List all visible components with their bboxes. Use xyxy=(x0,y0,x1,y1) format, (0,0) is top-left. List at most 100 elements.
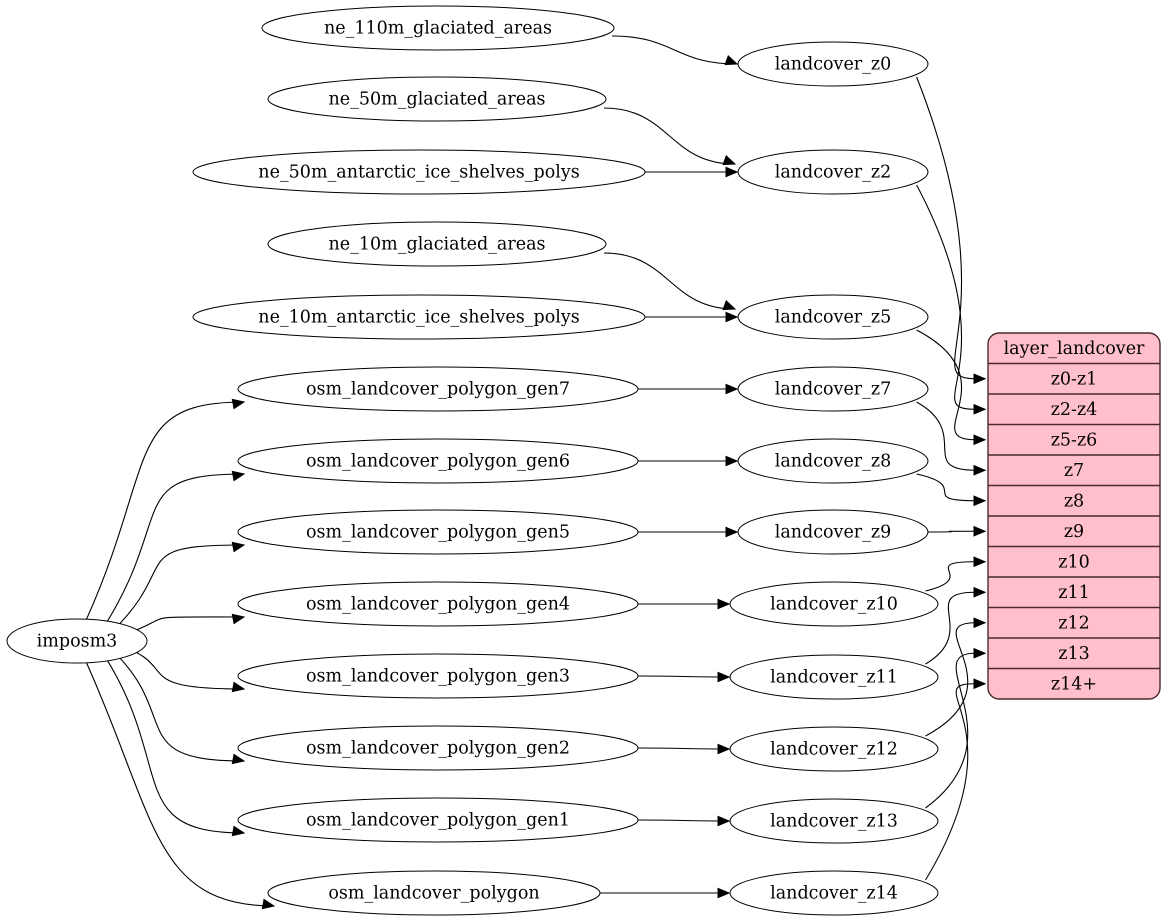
layer-table-row-z0-z1[interactable]: z0-z1 xyxy=(1051,369,1098,389)
node-ellipse-osm_landcover_polygon_gen6 xyxy=(237,438,639,484)
edge-arrowhead xyxy=(724,55,739,66)
layer-table-row-z11[interactable]: z11 xyxy=(1058,583,1090,603)
edge-arrowhead xyxy=(722,155,737,166)
node-osm_landcover_polygon_gen6[interactable]: osm_landcover_polygon_gen6 xyxy=(237,438,639,484)
edge-arrowhead xyxy=(722,300,737,311)
layer-table-row-z8[interactable]: z8 xyxy=(1064,491,1084,511)
node-ellipse-landcover_z5 xyxy=(737,294,929,340)
node-ellipse-osm_landcover_polygon_gen3 xyxy=(237,653,639,699)
node-ellipse-landcover_z8 xyxy=(737,438,929,484)
edge-landcover_z5-table-z5-z6 xyxy=(916,329,976,441)
edge-osm_landcover_polygon_gen3-landcover_z11 xyxy=(637,675,730,678)
node-label-landcover_z7: landcover_z7 xyxy=(775,380,892,400)
node-landcover_z5[interactable]: landcover_z5 xyxy=(737,294,929,340)
edge-arrowhead xyxy=(717,598,731,610)
node-ellipse-landcover_z7 xyxy=(737,366,929,412)
node-osm_landcover_polygon_gen1[interactable]: osm_landcover_polygon_gen1 xyxy=(237,797,639,843)
node-label-osm_landcover_polygon_gen2: osm_landcover_polygon_gen2 xyxy=(306,739,570,759)
node-ellipse-osm_landcover_polygon_gen5 xyxy=(237,509,639,555)
node-osm_landcover_polygon_gen2[interactable]: osm_landcover_polygon_gen2 xyxy=(237,725,639,771)
edge-landcover_z14-table-z14+ xyxy=(925,683,976,881)
node-ellipse-ne_10m_glaciated_areas xyxy=(267,221,607,267)
node-label-osm_landcover_polygon_gen5: osm_landcover_polygon_gen5 xyxy=(306,523,570,543)
edge-landcover_z11-table-z11 xyxy=(925,591,976,665)
node-osm_landcover_polygon[interactable]: osm_landcover_polygon xyxy=(267,870,601,916)
node-ellipse-osm_landcover_polygon_gen2 xyxy=(237,725,639,771)
layer-table-row-z12[interactable]: z12 xyxy=(1058,613,1090,633)
node-ne_10m_glaciated_areas[interactable]: ne_10m_glaciated_areas xyxy=(267,221,607,267)
node-ne_110m_glaciated_areas[interactable]: ne_110m_glaciated_areas xyxy=(261,5,615,51)
node-ellipse-osm_landcover_polygon xyxy=(267,870,601,916)
layer-table-row-z14+[interactable]: z14+ xyxy=(1051,674,1097,694)
node-osm_landcover_polygon_gen7[interactable]: osm_landcover_polygon_gen7 xyxy=(237,366,639,412)
node-label-landcover_z2: landcover_z2 xyxy=(775,163,892,183)
node-landcover_z7[interactable]: landcover_z7 xyxy=(737,366,929,412)
node-landcover_z10[interactable]: landcover_z10 xyxy=(729,581,939,627)
edge-arrowhead xyxy=(725,311,739,323)
edge-imposm3-osm_landcover_polygon_gen2 xyxy=(111,649,245,762)
nodes-layer: imposm3 ne_110m_glaciated_areas ne_50m_gla… xyxy=(6,5,939,916)
node-ne_50m_antarctic_ice_shelves_polys[interactable]: ne_50m_antarctic_ice_shelves_polys xyxy=(192,149,646,195)
edge-arrowhead xyxy=(231,541,246,553)
edge-arrowhead xyxy=(231,398,246,410)
edge-arrowhead xyxy=(973,556,987,568)
node-landcover_z8[interactable]: landcover_z8 xyxy=(737,438,929,484)
node-ellipse-landcover_z10 xyxy=(729,581,939,627)
node-landcover_z12[interactable]: landcover_z12 xyxy=(729,726,939,772)
node-osm_landcover_polygon_gen3[interactable]: osm_landcover_polygon_gen3 xyxy=(237,653,639,699)
node-label-osm_landcover_polygon_gen7: osm_landcover_polygon_gen7 xyxy=(306,380,570,400)
layer-table-row-z2-z4[interactable]: z2-z4 xyxy=(1051,400,1098,420)
node-label-ne_110m_glaciated_areas: ne_110m_glaciated_areas xyxy=(324,19,552,39)
layer-table-row-z7[interactable]: z7 xyxy=(1064,461,1084,481)
node-ellipse-landcover_z11 xyxy=(729,654,939,700)
node-imposm3[interactable]: imposm3 xyxy=(6,618,148,664)
edge-arrowhead xyxy=(717,743,731,755)
node-ellipse-osm_landcover_polygon_gen1 xyxy=(237,797,639,843)
edge-arrowhead xyxy=(725,526,739,538)
edge-imposm3-osm_landcover_polygon_gen6 xyxy=(104,473,245,626)
layer-table-group[interactable]: layer_landcoverz0-z1z2-z4z5-z6z7z8z9z10z… xyxy=(987,332,1161,700)
edge-arrowhead xyxy=(231,613,246,625)
layer-table-row-z10[interactable]: z10 xyxy=(1058,552,1090,572)
node-landcover_z14[interactable]: landcover_z14 xyxy=(729,870,939,916)
node-label-osm_landcover_polygon: osm_landcover_polygon xyxy=(328,884,539,904)
edge-arrowhead xyxy=(973,678,987,690)
edge-landcover_z9-table-z9 xyxy=(927,530,976,533)
node-landcover_z13[interactable]: landcover_z13 xyxy=(729,798,939,844)
node-landcover_z0[interactable]: landcover_z0 xyxy=(737,41,929,87)
node-label-landcover_z10: landcover_z10 xyxy=(770,595,898,615)
node-label-landcover_z11: landcover_z11 xyxy=(770,668,898,688)
edge-arrowhead xyxy=(973,647,987,659)
edge-landcover_z12-table-z12 xyxy=(925,622,976,737)
edge-landcover_z10-table-z10 xyxy=(925,561,976,592)
layer-table-row-z5-z6[interactable]: z5-z6 xyxy=(1051,430,1098,450)
node-ellipse-ne_10m_antarctic_ice_shelves_polys xyxy=(192,294,646,340)
edge-arrowhead xyxy=(973,495,987,507)
edge-ne50mglac-z2 xyxy=(603,107,736,165)
node-landcover_z9[interactable]: landcover_z9 xyxy=(737,509,929,555)
node-label-landcover_z14: landcover_z14 xyxy=(770,884,898,904)
edge-imposm3-osm_landcover_polygon xyxy=(85,662,275,907)
edge-imposm3-osm_landcover_polygon_gen5 xyxy=(111,544,245,632)
node-landcover_z11[interactable]: landcover_z11 xyxy=(729,654,939,700)
node-ne_10m_antarctic_ice_shelves_polys[interactable]: ne_10m_antarctic_ice_shelves_polys xyxy=(192,294,646,340)
node-ellipse-landcover_z9 xyxy=(737,509,929,555)
node-label-landcover_z0: landcover_z0 xyxy=(775,55,892,75)
node-ne_50m_glaciated_areas[interactable]: ne_50m_glaciated_areas xyxy=(267,76,607,122)
edge-ne10mglac-z5 xyxy=(603,252,736,310)
layer-table-row-z9[interactable]: z9 xyxy=(1064,522,1084,542)
layer-table-row-z13[interactable]: z13 xyxy=(1058,644,1090,664)
edge-arrowhead xyxy=(973,373,987,385)
edge-osm_landcover_polygon_gen2-landcover_z12 xyxy=(637,747,730,750)
layer-landcover-table: layer_landcoverz0-z1z2-z4z5-z6z7z8z9z10z… xyxy=(987,332,1161,700)
edge-arrowhead xyxy=(973,464,987,476)
node-ellipse-landcover_z2 xyxy=(737,149,929,195)
node-label-landcover_z13: landcover_z13 xyxy=(770,812,898,832)
edge-arrowhead xyxy=(717,815,731,827)
node-osm_landcover_polygon_gen4[interactable]: osm_landcover_polygon_gen4 xyxy=(237,581,639,627)
edge-arrowhead xyxy=(231,470,246,482)
node-ellipse-osm_landcover_polygon_gen4 xyxy=(237,581,639,627)
node-osm_landcover_polygon_gen5[interactable]: osm_landcover_polygon_gen5 xyxy=(237,509,639,555)
node-landcover_z2[interactable]: landcover_z2 xyxy=(737,149,929,195)
